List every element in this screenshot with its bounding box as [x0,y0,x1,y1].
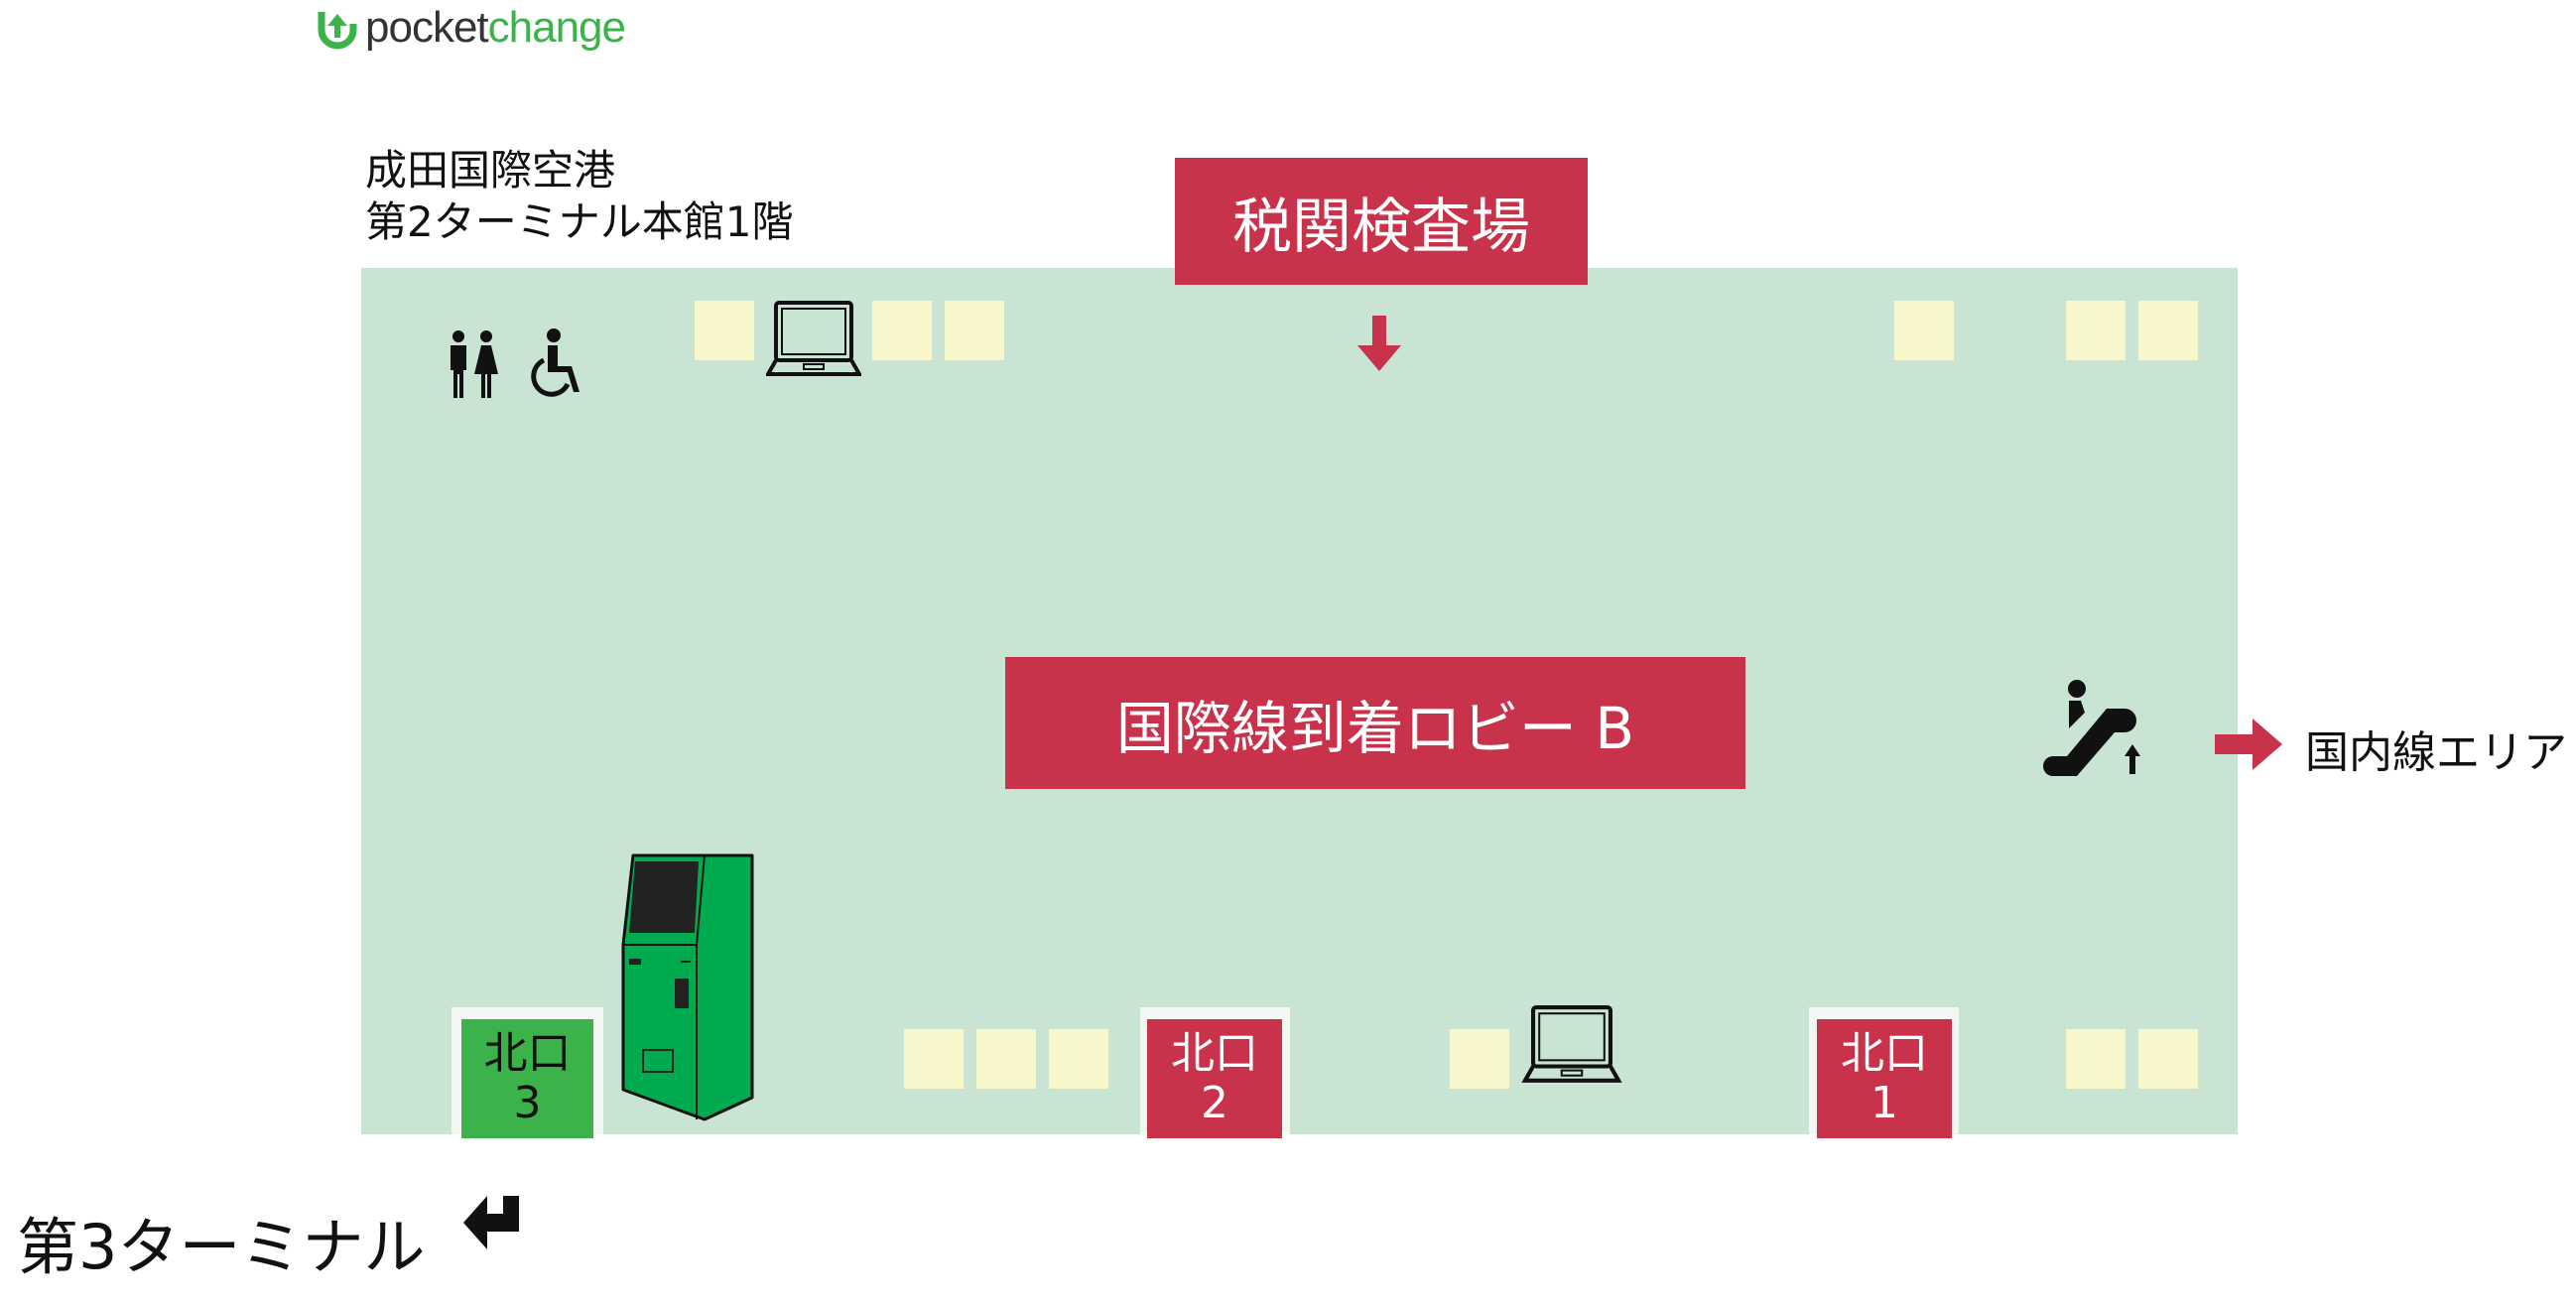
laptop-icon [1521,1005,1622,1083]
escalator-icon [2043,680,2140,776]
right-arrow-icon [2215,719,2282,770]
return-arrow-icon [463,1196,519,1249]
booth [2066,301,2125,360]
restroom-icon [451,330,498,398]
booth [695,301,754,360]
exit-name: 北口 [1171,1028,1258,1079]
booth [904,1029,964,1089]
down-arrow-icon [1357,316,1401,371]
exit-name: 北口 [1841,1028,1928,1079]
exit-number: 1 [1870,1078,1898,1128]
booth [945,301,1004,360]
location-title-line1: 成田国際空港 [365,146,616,195]
pocketchange-kiosk-icon [621,853,754,1121]
wheelchair-icon [531,328,580,397]
arrival-lobby-b-label: 国際線到着ロビー B [1005,657,1745,789]
booth [2138,1029,2198,1089]
logo-mark-icon [318,12,357,50]
booth [1894,301,1954,360]
north-exit-3: 北口 3 [461,1019,593,1138]
booth [1450,1029,1509,1089]
laptop-icon [766,301,861,376]
domestic-area-label: 国内線エリア [2305,727,2567,778]
logo-text-change: change [487,3,626,52]
location-title: 成田国際空港 第2ターミナル本館1階 [365,145,793,248]
customs-label: 税関検査場 [1175,158,1588,285]
exit-number: 3 [513,1078,542,1128]
logo-text-pocket: pocket [365,3,489,52]
booth [872,301,932,360]
location-title-line2: 第2ターミナル本館1階 [365,197,794,246]
pocketchange-logo: pocketchange [316,3,626,52]
terminal-3-label: 第3ターミナル [17,1211,426,1283]
booth [2066,1029,2125,1089]
north-exit-1: 北口 1 [1817,1019,1952,1138]
booth [976,1029,1036,1089]
exit-name: 北口 [483,1028,572,1079]
north-exit-2: 北口 2 [1147,1019,1282,1138]
booth [2138,301,2198,360]
booth [1049,1029,1108,1089]
exit-number: 2 [1201,1078,1228,1128]
